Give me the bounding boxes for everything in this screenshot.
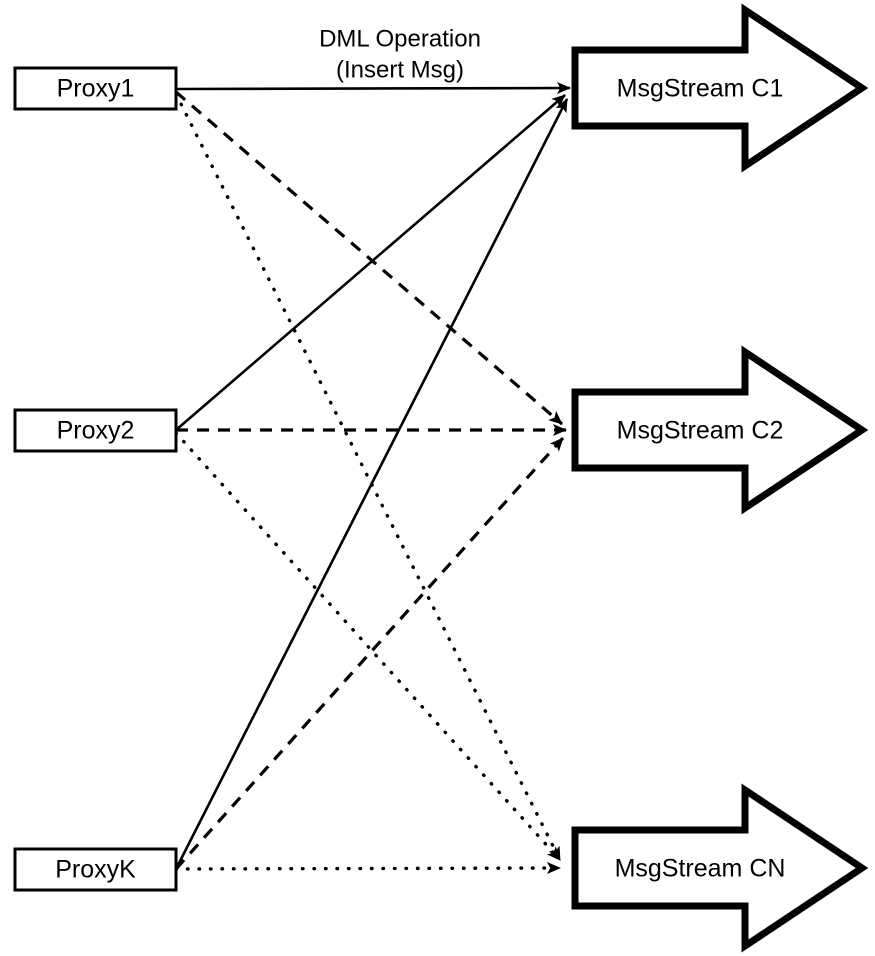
edge-proxy1-to-stream-cn [174,92,562,862]
edge-proxy2-to-stream-c1 [175,94,566,431]
proxy2-label: Proxy2 [57,417,135,445]
stream-c2-arrow-shape[interactable] [571,345,869,515]
edge-proxyk-to-stream-cn [174,862,562,875]
stream-node-c2[interactable]: MsgStream C2 [571,345,869,515]
proxy1-label: Proxy1 [57,75,135,103]
edge-proxyk-to-stream-c2 [174,436,565,871]
stream-cn-label: MsgStream CN [615,855,786,883]
edge-group [174,82,571,875]
stream-c2-label: MsgStream C2 [617,417,784,445]
proxyk-label: ProxyK [55,856,136,884]
proxy-node-proxy2[interactable]: Proxy2 [13,408,178,453]
edge-label-dml-operation: DML Operation (Insert Msg) [319,25,481,83]
edge-proxy1-to-stream-c2 [174,90,564,426]
proxyk-box[interactable] [13,847,178,892]
stream-cn-arrow-shape[interactable] [571,783,869,953]
proxy2-box[interactable] [13,408,178,453]
stream-node-cn[interactable]: MsgStream CN [571,783,869,953]
proxy-node-proxy1[interactable]: Proxy1 [13,66,178,111]
edge-label-line1: DML Operation [319,25,481,52]
stream-group: MsgStream C1 MsgStream C2 MsgStream CN [571,3,869,953]
edge-proxy1-to-stream-c1 [175,82,571,95]
stream-node-c1[interactable]: MsgStream C1 [571,3,869,173]
stream-c1-arrow-shape[interactable] [571,3,869,173]
edge-proxy2-to-stream-cn [174,431,562,862]
edge-label-line2: (Insert Msg) [336,56,464,83]
proxy1-box[interactable] [13,66,178,111]
edge-proxyk-to-stream-c1 [174,98,569,870]
stream-c1-label: MsgStream C1 [617,75,784,103]
proxy-group: Proxy1 Proxy2 ProxyK [13,66,178,892]
proxy-node-proxyk[interactable]: ProxyK [13,847,178,892]
